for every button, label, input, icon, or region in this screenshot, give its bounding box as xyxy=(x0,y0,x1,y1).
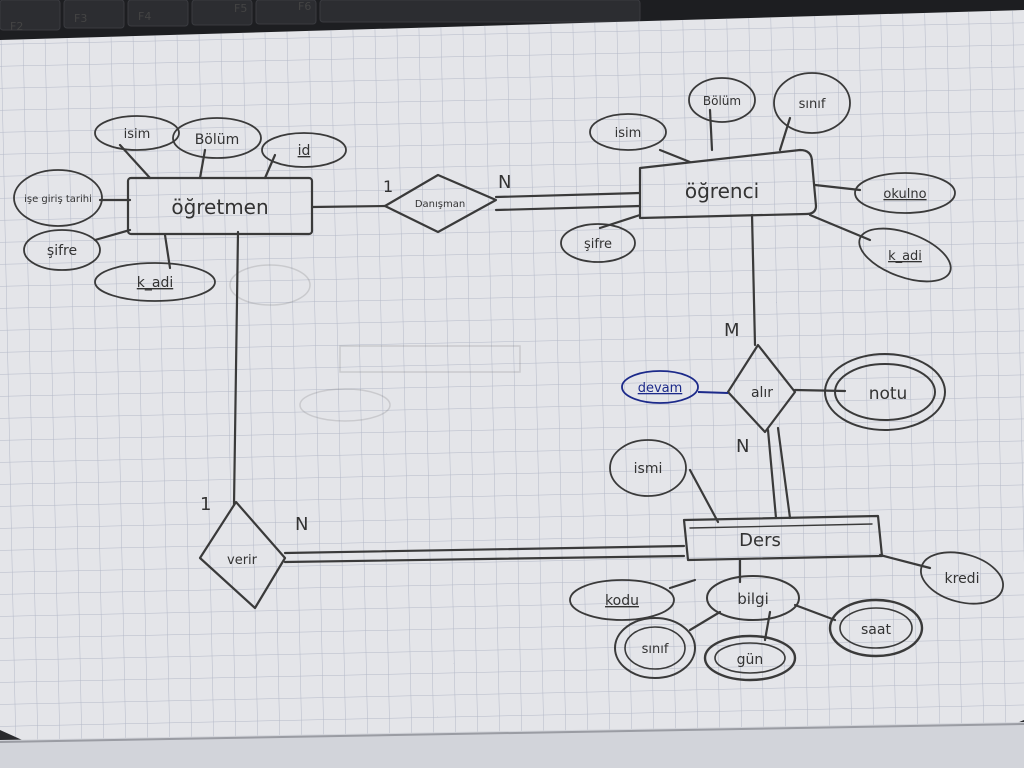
attr-ders-kodu: kodu xyxy=(569,579,675,621)
attr-ogretmen-bolum: Bölüm xyxy=(172,117,262,159)
attr-ogretmen-ise-giris-tarihi: işe giriş tarihi xyxy=(13,169,103,227)
relationship-danisman-label: Danışman xyxy=(415,199,465,210)
svg-text:notu: notu xyxy=(869,384,908,404)
relationship-verir-label: verir xyxy=(227,553,258,568)
entity-ders-label: Ders xyxy=(739,530,781,551)
attr-ogretmen-isim: isim xyxy=(94,115,180,151)
svg-text:şifre: şifre xyxy=(47,243,77,259)
key-f5: F5 xyxy=(234,2,247,15)
attr-ogretmen-sifre: şifre xyxy=(23,229,101,271)
attr-ogrenci-isim: isim xyxy=(589,113,667,151)
key-f3: F3 xyxy=(74,12,87,25)
svg-text:kredi: kredi xyxy=(945,571,980,587)
svg-text:isim: isim xyxy=(615,126,642,141)
svg-text:devam: devam xyxy=(638,381,683,396)
attr-ders-bilgi: bilgi xyxy=(706,575,800,621)
svg-text:isim: isim xyxy=(124,127,151,142)
svg-text:bilgi: bilgi xyxy=(737,590,769,608)
cardinality-verir-ogretmen: 1 xyxy=(200,494,211,515)
relationship-danisman: Danışman xyxy=(383,173,498,234)
cardinality-danisman-ogrenci: N xyxy=(498,172,511,193)
svg-text:Bölüm: Bölüm xyxy=(703,94,741,108)
svg-text:sınıf: sınıf xyxy=(642,642,669,657)
attr-ders-ismi: ismi xyxy=(609,439,687,497)
attr-ogrenci-k-adi: k_adi xyxy=(858,227,952,283)
attr-ogrenci-sinif: sınıf xyxy=(773,72,851,134)
erased-sketch xyxy=(229,264,521,422)
attr-alir-devam: devam xyxy=(621,370,729,404)
svg-text:sınıf: sınıf xyxy=(799,97,826,112)
paper-sheet xyxy=(0,10,1024,768)
svg-text:ismi: ismi xyxy=(634,461,663,477)
attr-bilgi-gun: gün xyxy=(703,634,797,682)
entity-ders: Ders xyxy=(682,514,884,562)
cardinality-danisman-ogretmen: 1 xyxy=(383,177,393,196)
attr-ogrenci-sifre: şifre xyxy=(560,223,636,263)
attr-bilgi-saat: saat xyxy=(828,598,924,658)
svg-text:gün: gün xyxy=(737,652,764,668)
attr-bilgi-sinif: sınıf xyxy=(614,617,696,679)
key-f2: F2 xyxy=(10,20,23,33)
svg-text:saat: saat xyxy=(861,622,891,638)
attr-ogretmen-k-adi: k_adi xyxy=(94,262,216,302)
attr-alir-notu: notu xyxy=(824,353,946,431)
cardinality-alir-ders: N xyxy=(736,436,749,457)
cardinality-labels: 1 N M N 1 N xyxy=(200,172,749,535)
svg-text:id: id xyxy=(298,143,311,159)
svg-text:okulno: okulno xyxy=(883,187,926,202)
relationship-verir: verir xyxy=(198,500,287,610)
connector-lines xyxy=(93,108,932,642)
svg-text:kodu: kodu xyxy=(605,593,639,609)
cardinality-alir-ogrenci: M xyxy=(724,320,740,341)
key-f6: F6 xyxy=(298,0,311,13)
svg-text:şifre: şifre xyxy=(584,237,612,252)
entity-ogrenci: öğrenci xyxy=(638,148,818,220)
relationship-alir-label: alır xyxy=(751,385,773,401)
key-f4: F4 xyxy=(138,10,151,23)
relationship-alir: alır xyxy=(726,343,797,434)
svg-text:Bölüm: Bölüm xyxy=(195,132,240,148)
attr-ders-kredi: kredi xyxy=(920,551,1004,605)
entity-ogretmen: öğretmen xyxy=(126,176,314,236)
entity-ogretmen-label: öğretmen xyxy=(171,195,268,219)
cardinality-verir-ders: N xyxy=(295,514,308,535)
attr-ogretmen-id: id xyxy=(261,132,347,168)
entity-ogrenci-label: öğrenci xyxy=(685,179,759,203)
svg-text:k_adi: k_adi xyxy=(888,249,922,264)
attr-ogrenci-okulno: okulno xyxy=(854,172,956,214)
svg-text:k_adi: k_adi xyxy=(137,275,173,291)
attr-ogrenci-bolum: Bölüm xyxy=(688,77,756,123)
svg-text:işe giriş tarihi: işe giriş tarihi xyxy=(24,194,92,205)
